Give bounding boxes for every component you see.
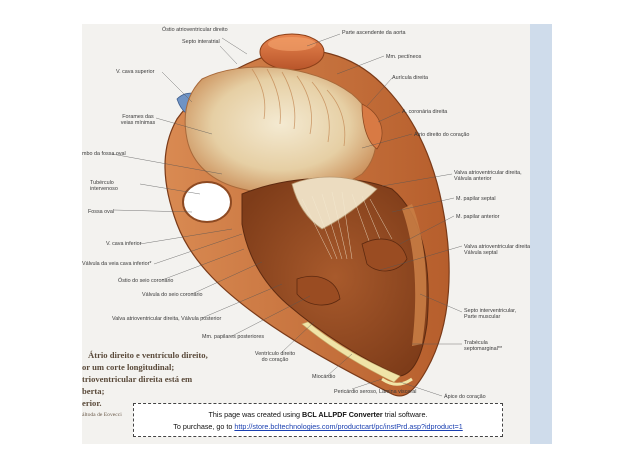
caption-line-1: Átrio direito e ventrículo direito, bbox=[88, 350, 208, 360]
interventricular-septum bbox=[402, 204, 427, 346]
right-auricle bbox=[361, 103, 383, 150]
notice-line2-prefix: To purchase, go to bbox=[173, 422, 235, 431]
label-mm-papilares-posteriores: Mm. papilares posteriores bbox=[202, 334, 265, 340]
label-septo-interatrial: Septo interatrial bbox=[182, 39, 220, 45]
label-valvula-veia-cava: Válvula da veia cava inferior* bbox=[82, 261, 152, 267]
label-v-cava-superior: V. cava superior bbox=[116, 69, 155, 75]
label-parte-ascendente-aorta: Parte ascendente da aorta bbox=[342, 30, 406, 36]
label-miocardio: Miocárdio bbox=[312, 374, 336, 380]
right-ventricle-cavity bbox=[241, 177, 429, 377]
notice-line1-prefix: This page was created using bbox=[208, 410, 303, 419]
label-m-papilar-septal: M. papilar septal bbox=[456, 196, 496, 202]
caption-line-2: or um corte longitudinal; bbox=[82, 362, 175, 372]
fossa-ovalis bbox=[182, 181, 232, 223]
caption-line-3: trioventricular direita está em bbox=[82, 374, 193, 384]
label-tuberculo-intervenoso: Tubérculo intervenoso bbox=[90, 180, 118, 192]
notice-line1-suffix: trial software. bbox=[382, 410, 428, 419]
caption-line-4: berta; bbox=[82, 386, 105, 396]
label-mm-pectineos: Mm. pectíneos bbox=[386, 54, 422, 60]
caption-footer: áltoda de Eovecci bbox=[82, 412, 122, 418]
trial-notice-box: This page was created using BCL ALLPDF C… bbox=[133, 403, 503, 437]
papillary-muscle-posterior bbox=[296, 275, 341, 306]
notice-line-2: To purchase, go to http://store.bcltechn… bbox=[134, 422, 502, 431]
caption-line-5: erior. bbox=[82, 398, 102, 408]
label-a-coronaria-direita: A. coronária direita bbox=[402, 109, 448, 115]
scanned-atlas-page: Óstio atrioventricular direito Septo int… bbox=[82, 24, 552, 444]
label-v-cava-inferior: V. cava inferior bbox=[106, 241, 142, 247]
chordae-tendineae bbox=[301, 191, 393, 260]
label-fossa-oval: Fossa oval bbox=[88, 209, 115, 215]
label-atrio-direito: Átrio direito do coração bbox=[414, 132, 470, 138]
label-septo-interventricular: Septo interventricular, Parte muscular bbox=[464, 308, 517, 320]
heart-anatomy-illustration bbox=[111, 33, 463, 397]
notice-product-name: BCL ALLPDF Converter bbox=[302, 410, 383, 419]
label-auricula-direita: Aurícula direita bbox=[392, 75, 428, 81]
label-ventriculo-direito: Ventrículo direito do coração bbox=[254, 351, 296, 363]
label-forames-veias: Forames das veias mínimas bbox=[120, 114, 156, 126]
label-trabecula-septomarginal: Trabécula septomarginal** bbox=[464, 340, 503, 352]
label-ostio-atrioventricular: Óstio atrioventricular direito bbox=[162, 27, 228, 33]
pericardium-edge bbox=[301, 321, 401, 383]
label-m-papilar-anterior: M. papilar anterior bbox=[456, 214, 500, 220]
scan-edge-strip bbox=[530, 24, 552, 444]
label-apice-coracao: Ápice do coração bbox=[444, 394, 486, 400]
label-valva-posterior: Valva atrioventricular direita, Válvula … bbox=[112, 316, 222, 322]
pectinate-muscles bbox=[251, 68, 346, 147]
label-valvula-seio: Válvula do seio coronário bbox=[142, 292, 203, 298]
label-valva-anterior: Valva atrioventricular direita, Válvula … bbox=[454, 170, 522, 182]
papillary-muscle-anterior bbox=[361, 238, 408, 272]
label-pericardio-seroso: Pericárdio seroso, Lâmina visceral bbox=[334, 389, 417, 395]
leader-lines bbox=[111, 33, 463, 397]
notice-line-1: This page was created using BCL ALLPDF C… bbox=[134, 410, 502, 419]
label-valva-septal: Valva atrioventricular direita, Válvula … bbox=[464, 244, 532, 256]
label-ostio-seio: Óstio do seio coronário bbox=[118, 278, 174, 284]
label-limbo-fossa-oval: mbo da fossa oval bbox=[82, 151, 126, 157]
purchase-link[interactable]: http://store.bcltechnologies.com/product… bbox=[234, 422, 463, 431]
